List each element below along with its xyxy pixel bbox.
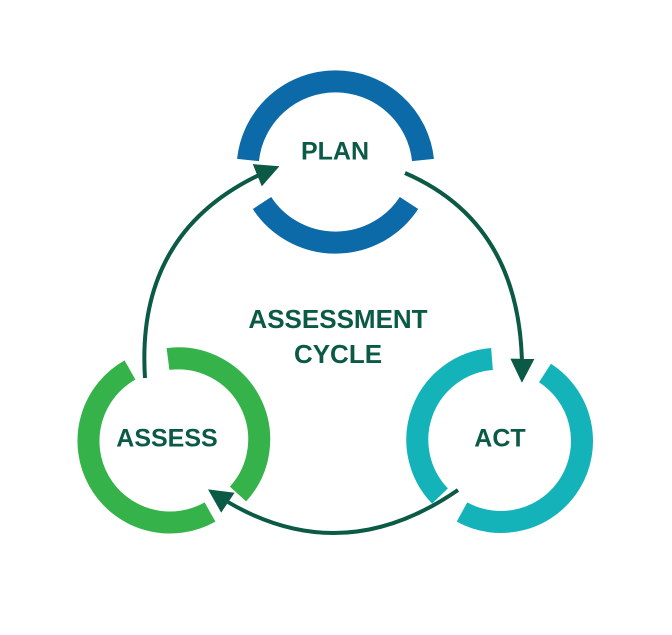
plan-ring-bottom-arc [252, 196, 419, 254]
plan-ring-top-arc [237, 70, 434, 162]
act-ring [406, 348, 593, 533]
assess-ring [77, 347, 271, 534]
cycle-title-line2: CYCLE [294, 339, 382, 369]
act-label: ACT [474, 425, 525, 453]
act-ring-left-arc [406, 348, 494, 504]
arrow-plan-to-act [404, 171, 535, 383]
assess-ring-right-arc [166, 347, 271, 502]
arrow-act-to-assess [208, 488, 460, 535]
cycle-title-line1: ASSESSMENT [248, 304, 427, 334]
assess-ring-left-arc [77, 360, 216, 534]
plan-ring [237, 70, 434, 254]
arrow-assess-to-plan [142, 164, 280, 379]
plan-label: PLAN [301, 138, 369, 166]
act-ring-right-arc [456, 363, 593, 533]
assess-label: ASSESS [116, 425, 217, 453]
cycle-arrows [142, 164, 535, 535]
